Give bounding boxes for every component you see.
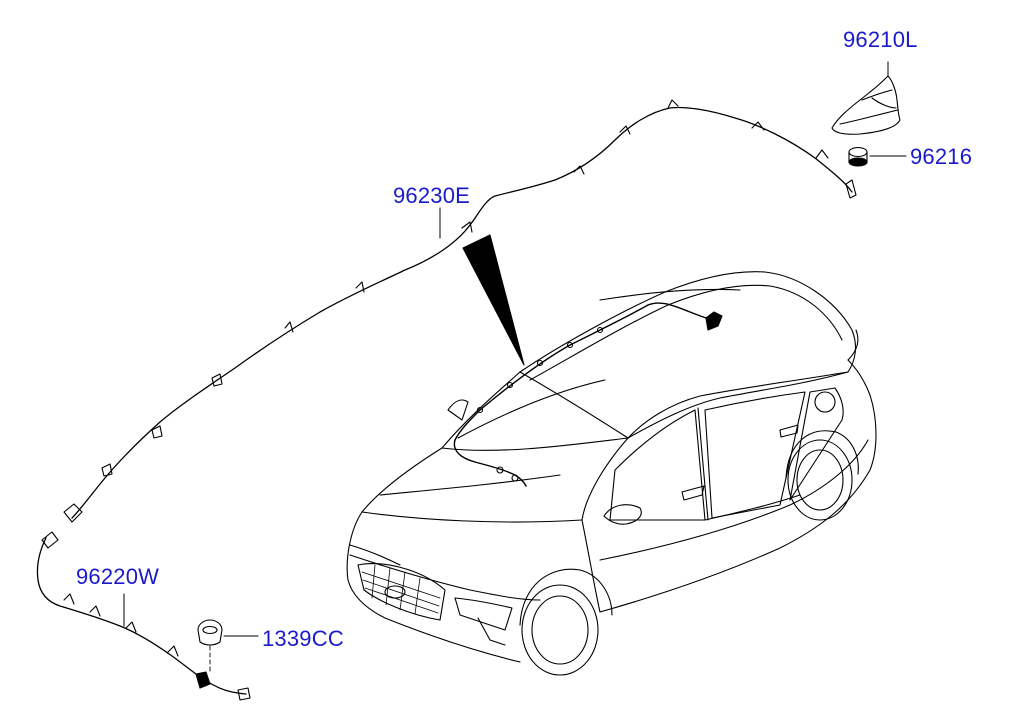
part-label-96220W[interactable]: 96220W [76,564,160,589]
clip-nut [198,620,258,672]
antenna-grommet [849,148,906,167]
car-illustration [347,272,876,675]
part-label-96230E[interactable]: 96230E [393,183,471,208]
part-label-96216[interactable]: 96216 [910,144,973,169]
pointer-wedge [463,235,524,365]
part-label-1339CC[interactable]: 1339CC [262,626,344,651]
extension-cable [37,532,250,700]
part-label-96210L[interactable]: 96210L [843,27,918,52]
roof-feeder-cable [64,100,856,522]
shark-fin-antenna [832,62,900,134]
